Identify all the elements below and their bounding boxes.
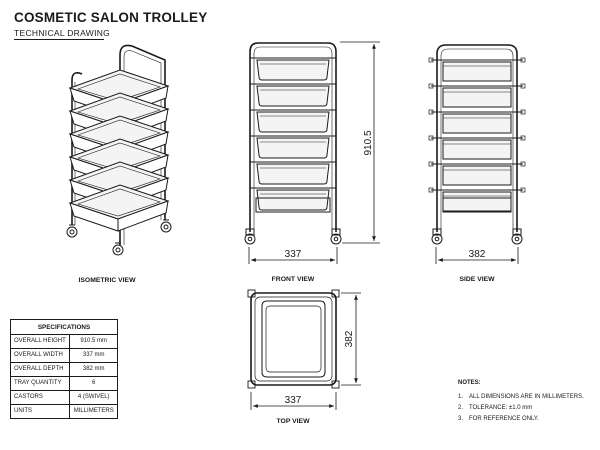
side-tray — [428, 161, 526, 186]
note-text: ALL DIMENSIONS ARE IN MILLIMETERS. — [469, 394, 584, 400]
spec-value: 910.5 mm — [69, 334, 118, 349]
top-width-dimension — [250, 392, 337, 410]
iso-tray — [68, 184, 170, 232]
note-text: TOLERANCE: ±1.0 mm — [469, 405, 533, 411]
front-tray — [250, 57, 336, 81]
iso-back-frame — [119, 44, 166, 245]
top-view — [247, 289, 361, 410]
side-depth-dimension — [435, 247, 519, 264]
spec-label: OVERALL WIDTH — [9, 348, 71, 363]
note-number: 1. — [458, 394, 464, 400]
side-depth-value: 382 — [469, 249, 486, 260]
spec-row: UNITS MILLIMETERS — [9, 404, 118, 419]
front-frame — [249, 42, 337, 232]
side-tray — [428, 135, 526, 160]
front-trays — [250, 57, 336, 211]
spec-row: TRAY QUANTITY 6 — [9, 376, 118, 391]
side-trays — [428, 57, 526, 212]
spec-value: 337 mm — [69, 348, 118, 363]
top-width-value: 337 — [285, 395, 302, 406]
spec-row: OVERALL WIDTH 337 mm — [9, 348, 118, 363]
top-view-label: TOP VIEW — [277, 418, 311, 425]
side-tray — [428, 109, 526, 134]
isometric-view — [66, 44, 172, 256]
spec-value: 382 mm — [69, 362, 118, 377]
side-frame — [436, 44, 518, 232]
front-castors — [244, 228, 342, 245]
notes-heading: NOTES: — [458, 380, 481, 386]
spec-label: CASTORS — [9, 390, 71, 405]
note-number: 3. — [458, 416, 464, 422]
note-text: FOR REFERENCE ONLY. — [469, 416, 539, 422]
note-item: 1. ALL DIMENSIONS ARE IN MILLIMETERS. — [458, 394, 584, 400]
front-tray — [250, 135, 336, 159]
front-width-value: 337 — [285, 249, 302, 260]
spec-row: OVERALL HEIGHT 910.5 mm — [9, 334, 118, 349]
specifications-heading: SPECIFICATIONS — [10, 319, 118, 335]
side-view-label: SIDE VIEW — [459, 276, 495, 283]
spec-label: OVERALL DEPTH — [9, 362, 71, 377]
front-view — [244, 41, 380, 264]
spec-row: CASTORS 4 (SWIVEL) — [9, 390, 118, 405]
front-tray — [250, 161, 336, 185]
top-depth-value: 382 — [344, 330, 355, 347]
subtitle-underline — [14, 39, 104, 40]
front-tray — [250, 109, 336, 133]
drawing-subtitle: TECHNICAL DRAWING — [14, 28, 111, 38]
spec-label: TRAY QUANTITY — [9, 376, 71, 391]
front-view-label: FRONT VIEW — [272, 276, 315, 283]
side-tray — [428, 57, 526, 82]
note-item: 2. TOLERANCE: ±1.0 mm — [458, 405, 584, 411]
specifications-table: SPECIFICATIONS OVERALL HEIGHT 910.5 mm O… — [9, 319, 118, 419]
front-tray — [250, 187, 336, 211]
side-tray — [428, 83, 526, 108]
spec-value: MILLIMETERS — [69, 404, 118, 419]
iso-front-frame — [71, 72, 83, 225]
iso-trays — [68, 69, 170, 232]
notes-block: NOTES: 1. ALL DIMENSIONS ARE IN MILLIMETE… — [458, 380, 584, 427]
spec-value: 4 (SWIVEL) — [69, 390, 118, 405]
drawing-title: COSMETIC SALON TROLLEY — [14, 10, 208, 25]
front-tray — [250, 83, 336, 107]
side-castors — [431, 228, 523, 245]
note-number: 2. — [458, 405, 464, 411]
note-item: 3. FOR REFERENCE ONLY. — [458, 416, 584, 422]
spec-value: 6 — [69, 376, 118, 391]
top-tray-outline — [261, 300, 326, 378]
side-view — [428, 44, 526, 264]
spec-label: UNITS — [9, 404, 71, 419]
iso-castors — [66, 219, 172, 256]
front-height-value: 910.5 — [363, 130, 374, 155]
spec-label: OVERALL HEIGHT — [9, 334, 71, 349]
top-outer-frame — [250, 292, 337, 386]
isometric-view-label: ISOMETRIC VIEW — [78, 277, 136, 284]
top-depth-dimension — [341, 292, 361, 386]
front-width-dimension — [248, 247, 338, 264]
front-height-dimension — [340, 41, 380, 244]
spec-row: OVERALL DEPTH 382 mm — [9, 362, 118, 377]
